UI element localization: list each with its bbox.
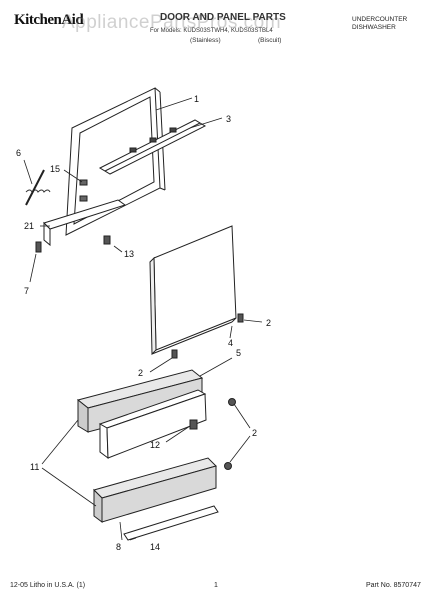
callout-3: 3: [226, 114, 231, 124]
callout-8: 8: [116, 542, 121, 552]
callout-13: 13: [124, 249, 134, 259]
screw-13: [103, 235, 111, 245]
toe-strip: [123, 505, 219, 541]
callout-4: 4: [228, 338, 233, 348]
top-rail: [98, 119, 207, 175]
lower-frame-bracket: [43, 199, 127, 247]
callout-2-right: 2: [252, 428, 257, 438]
panel-screw-right: [237, 313, 244, 323]
variant-biscuit: (Biscuit): [258, 37, 282, 44]
callout-11: 11: [30, 462, 39, 472]
watermark: AppliancePartsPros.com: [62, 12, 282, 33]
panel-screw-2c: [224, 462, 232, 470]
callout-6: 6: [16, 148, 21, 158]
callout-2-upper: 2: [138, 368, 143, 378]
door-spring: [25, 169, 51, 206]
callout-2-panel: 2: [266, 318, 271, 328]
callout-1: 1: [194, 94, 199, 104]
panel-screw-2b: [228, 398, 236, 406]
callout-14: 14: [150, 542, 160, 552]
panel-screw-bottom: [171, 349, 178, 359]
callout-5: 5: [236, 348, 241, 358]
access-panel-face: [98, 389, 207, 460]
door-panel: [149, 225, 237, 356]
category-line-2: DISHWASHER: [352, 24, 396, 31]
callout-12: 12: [150, 440, 160, 450]
variant-stainless: (Stainless): [190, 37, 221, 44]
model-list: For Models: KUDS03STWH4, KUDS03STBL4: [150, 28, 273, 34]
page-number: 1: [214, 582, 218, 589]
litho-note: 12-05 Litho in U.S.A. (1): [10, 582, 86, 589]
clip-12: [189, 419, 198, 430]
brand-logo: KitchenAid: [14, 12, 84, 28]
bumper-7: [35, 241, 42, 253]
appliance-category: UNDERCOUNTER DISHWASHER: [352, 16, 407, 32]
toe-panel-insulated: [93, 457, 217, 523]
callout-15: 15: [50, 164, 60, 174]
category-line-1: UNDERCOUNTER: [352, 16, 408, 23]
page-header: KitchenAid AppliancePartsPros.com DOOR A…: [0, 8, 434, 70]
frame-clips: [79, 179, 88, 202]
part-number: Part No. 8570747: [366, 582, 421, 589]
callout-7: 7: [24, 286, 29, 296]
page-title: DOOR AND PANEL PARTS: [160, 12, 286, 23]
callout-21: 21: [24, 221, 34, 231]
